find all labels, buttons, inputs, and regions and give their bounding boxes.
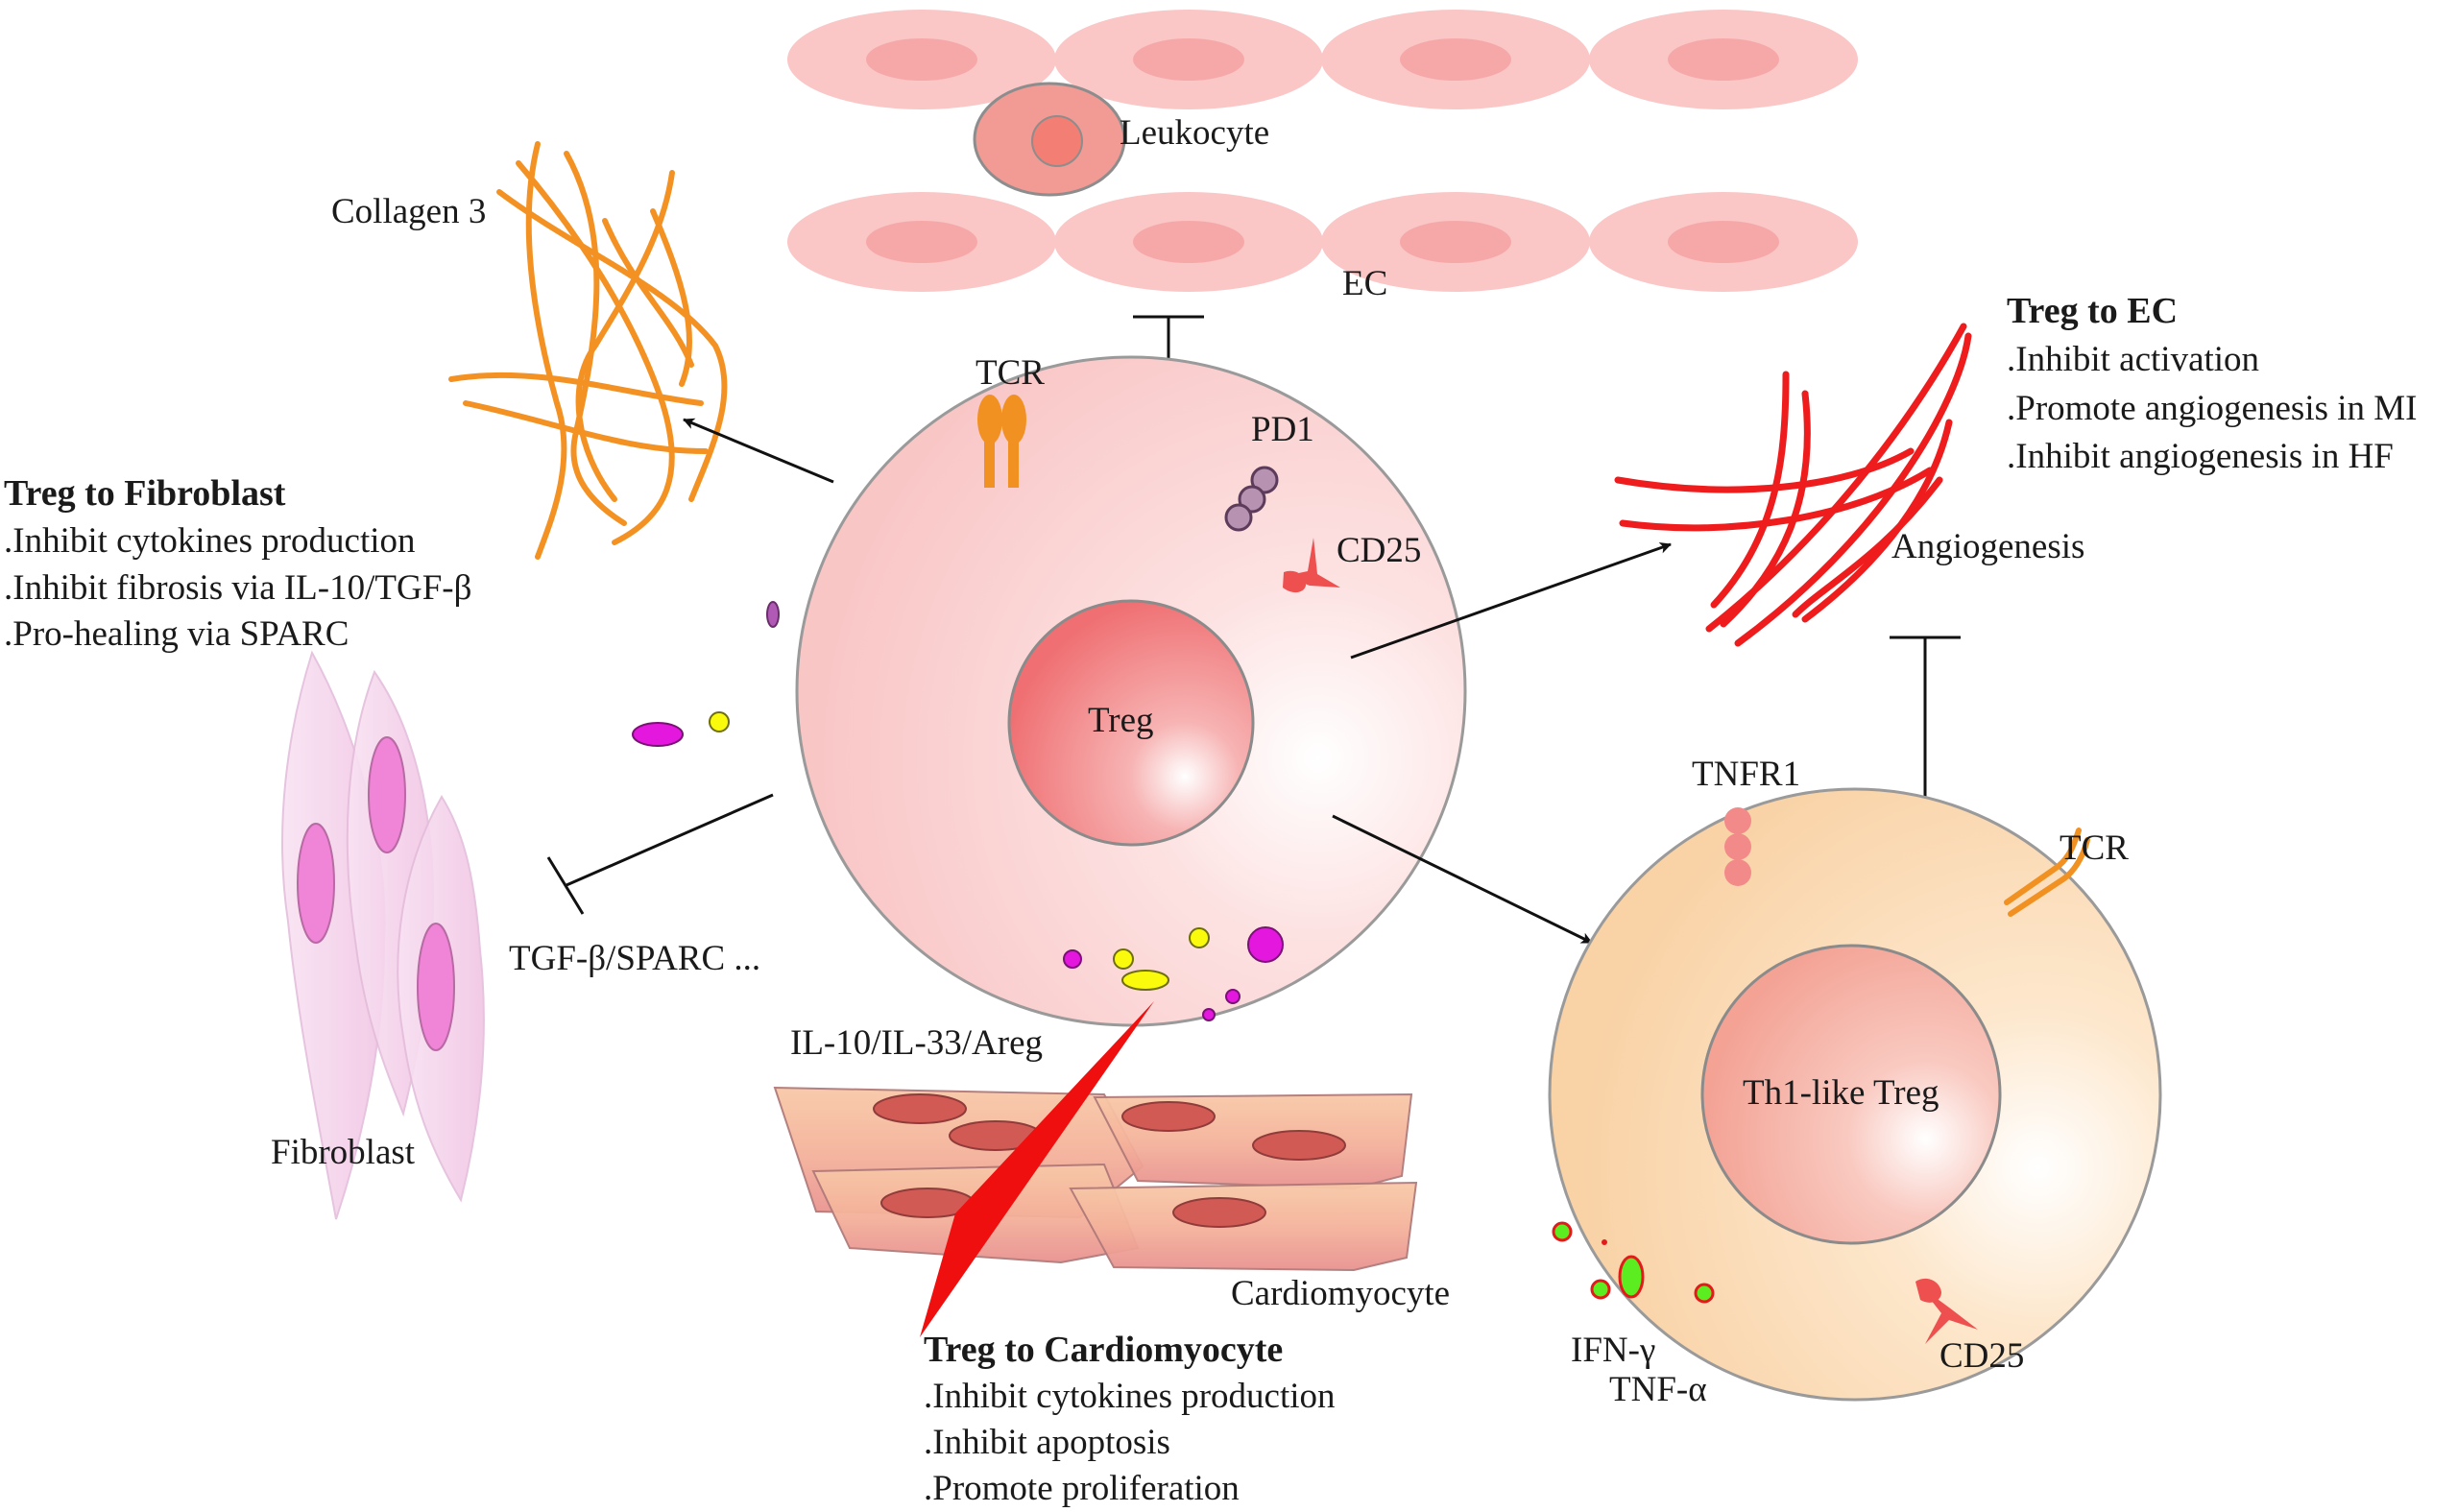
endothelial-cell-nucleus xyxy=(1133,221,1244,263)
endothelial-cell-nucleus xyxy=(1668,221,1779,263)
cardiomyocyte-effects-box: Treg to Cardiomyocyte .Inhibit cytokines… xyxy=(924,1330,1336,1508)
fibroblast-box-title: Treg to Fibroblast xyxy=(4,473,286,514)
tcr-receptor-top xyxy=(977,395,1026,488)
endothelial-cell-nucleus xyxy=(866,221,977,263)
ifn-label: IFN-γ xyxy=(1571,1331,1655,1370)
cardio-item-2: .Inhibit apoptosis xyxy=(924,1423,1170,1462)
ec-effects-box: Treg to EC .Inhibit activation .Promote … xyxy=(2007,291,2418,476)
endothelial-cell-nucleus xyxy=(1133,38,1244,81)
tnfr1-receptor xyxy=(1724,807,1751,886)
ec-item-3: .Inhibit angiogenesis in HF xyxy=(2007,437,2394,476)
leukocyte-label: Leukocyte xyxy=(1120,113,1269,153)
th1-like-treg-cell xyxy=(1548,787,2162,1402)
endothelial-cell-layer xyxy=(787,10,1858,292)
treg-to-collagen-arrow xyxy=(683,418,834,484)
th1-cytokines xyxy=(1552,1221,1715,1304)
cardiomyocyte-label: Cardiomyocyte xyxy=(1231,1274,1450,1313)
treg-to-cardiomyocyte-wedge xyxy=(920,1001,1154,1337)
pd1-receptor xyxy=(1224,466,1279,532)
treg-to-th1-arrow xyxy=(1332,814,1593,945)
cd25-bottom-label: CD25 xyxy=(1939,1336,2024,1376)
secreted-molecules-bottom xyxy=(1063,926,1284,1021)
angiogenesis-label: Angiogenesis xyxy=(1891,527,2084,566)
endothelial-cell-nucleus xyxy=(1400,221,1511,263)
endothelial-cell-nucleus xyxy=(1668,38,1779,81)
cardio-item-3: .Promote proliferation xyxy=(924,1469,1240,1508)
ec-item-1: .Inhibit activation xyxy=(2007,340,2259,379)
fibroblast-label: Fibroblast xyxy=(271,1133,416,1172)
tcr-top-label: TCR xyxy=(976,353,1045,393)
ec-label: EC xyxy=(1342,264,1387,303)
tnf-label: TNF-α xyxy=(1609,1370,1707,1409)
angiogenesis-vessels xyxy=(1614,323,1972,647)
treg-label: Treg xyxy=(1088,701,1154,740)
fibroblast-cells xyxy=(281,650,485,1220)
fibroblast-item-2: .Inhibit fibrosis via IL-10/TGF-β xyxy=(4,568,471,608)
ec-box-title: Treg to EC xyxy=(2007,291,2178,331)
tnfr1-label: TNFR1 xyxy=(1692,755,1800,794)
cardio-item-1: .Inhibit cytokines production xyxy=(924,1377,1336,1416)
cd25-receptor-bottom xyxy=(1915,1278,1978,1344)
collagen-label: Collagen 3 xyxy=(331,192,486,231)
treg-inhibits-fibroblast-line xyxy=(546,793,774,915)
fibroblast-item-3: .Pro-healing via SPARC xyxy=(4,614,349,654)
pd1-label: PD1 xyxy=(1251,410,1314,449)
endothelial-cell-nucleus xyxy=(1400,38,1511,81)
leukocyte-cell xyxy=(973,82,1126,197)
collagen-fibers xyxy=(448,141,728,560)
fibroblast-item-1: .Inhibit cytokines production xyxy=(4,521,416,561)
cd25-receptor-top xyxy=(1283,538,1340,593)
secreted-molecules-left xyxy=(632,601,780,747)
th1-treg-label: Th1-like Treg xyxy=(1743,1073,1939,1113)
cd25-top-label: CD25 xyxy=(1337,531,1421,570)
tgf-sparc-label: TGF-β/SPARC ... xyxy=(509,939,760,978)
treg-cell xyxy=(795,355,1467,1027)
tcr-right-label: TCR xyxy=(2060,828,2129,868)
cardiomyocyte-cells xyxy=(773,1086,1418,1272)
tcr-receptor-right xyxy=(2004,828,2090,917)
il-cytokines-label: IL-10/IL-33/Areg xyxy=(790,1023,1043,1063)
fibroblast-effects-box: Treg to Fibroblast .Inhibit cytokines pr… xyxy=(4,473,471,654)
endothelial-cell-nucleus xyxy=(866,38,977,81)
treg-to-angiogenesis-arrow xyxy=(1350,542,1672,660)
ec-item-2: .Promote angiogenesis in MI xyxy=(2007,389,2418,428)
cardio-box-title: Treg to Cardiomyocyte xyxy=(924,1330,1283,1370)
